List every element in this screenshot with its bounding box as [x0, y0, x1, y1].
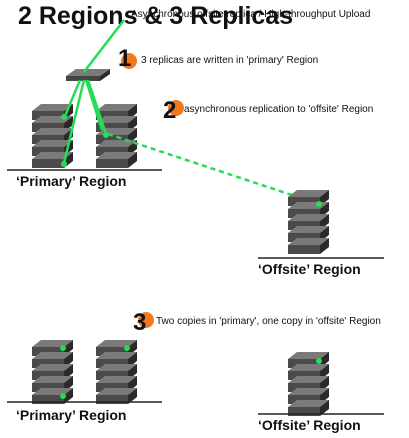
primary-region-label-final: ‘Primary’ Region	[16, 407, 126, 423]
status-led-icon	[61, 161, 67, 167]
status-led-icon	[61, 114, 67, 120]
svg-text:2: 2	[163, 97, 176, 124]
load-balancer-icon	[66, 69, 110, 81]
step-3-badge: 3	[133, 309, 154, 336]
step-1-badge: 1	[118, 45, 137, 72]
step-1-text: 3 replicas are written in 'primary' Regi…	[141, 55, 318, 66]
step-3-text: Two copies in 'primary', one copy in 'of…	[156, 316, 381, 327]
svg-text:3: 3	[133, 309, 146, 336]
primary-region-label: ‘Primary’ Region	[16, 173, 126, 189]
primary-server-rack-left-final	[32, 340, 73, 404]
status-led-icon	[316, 358, 322, 364]
primary-server-rack-right	[96, 104, 137, 168]
top-note: Asynchronous offsite replica / High-thro…	[131, 9, 370, 20]
status-led-icon	[60, 393, 66, 399]
offsite-region-label-final: ‘Offsite’ Region	[258, 417, 361, 433]
replication-lines	[62, 19, 320, 206]
status-led-icon	[316, 201, 322, 207]
status-led-icon	[103, 132, 109, 138]
status-led-icon	[124, 345, 130, 351]
status-led-icon	[60, 345, 66, 351]
step-2-badge: 2	[163, 97, 184, 124]
offsite-region-label: ‘Offsite’ Region	[258, 261, 361, 277]
step-2-text: asynchronous replication to 'offsite' Re…	[184, 104, 373, 115]
offsite-server-rack	[288, 190, 329, 254]
offsite-server-rack-final	[288, 352, 329, 416]
primary-server-rack-right-final	[96, 340, 137, 404]
page-title: 2 Regions & 3 Replicas	[18, 2, 293, 30]
svg-text:1: 1	[118, 45, 131, 72]
